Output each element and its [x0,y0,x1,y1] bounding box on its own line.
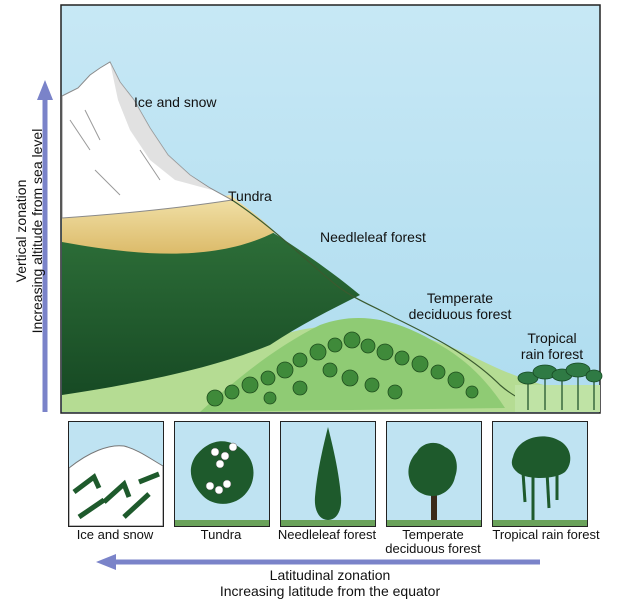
panel-label-needleleaf: Needleleaf forest [277,527,377,542]
horizontal-axis-label: Latitudinal zonation Increasing latitude… [219,567,441,599]
vertical-axis-label: Vertical zonation Increasing altitude fr… [13,128,45,334]
deciduous-trees [206,331,479,407]
panel-label-ice-snow: Ice and snow [76,527,154,542]
panel-label-tundra: Tundra [200,527,242,542]
latitudinal-zonation-arrow [96,554,540,570]
deciduous-forest-zone [200,317,505,412]
needleleaf-forest-zone [62,232,360,395]
panel-label-temperate: Temperate deciduous forest [385,527,481,556]
panel-label-tropical: Tropical rain forest [492,527,600,542]
panel-tundra [174,421,270,527]
panel-ice-snow [68,421,164,527]
mountain-slope [231,199,549,409]
vertical-zonation-arrow [37,80,53,412]
label-ice-snow: Ice and snow [134,94,217,110]
label-needleleaf: Needleleaf forest [320,229,426,245]
peak-shading [110,62,212,190]
label-temperate: Temperate deciduous forest [408,290,512,322]
panel-temperate [386,421,482,527]
label-tundra: Tundra [228,188,272,204]
tundra-zone [62,195,275,254]
label-tropical: Tropical rain forest [520,330,584,362]
tropical-trees [515,362,603,412]
panel-needleleaf [280,421,376,527]
panel-tropical [492,421,588,527]
